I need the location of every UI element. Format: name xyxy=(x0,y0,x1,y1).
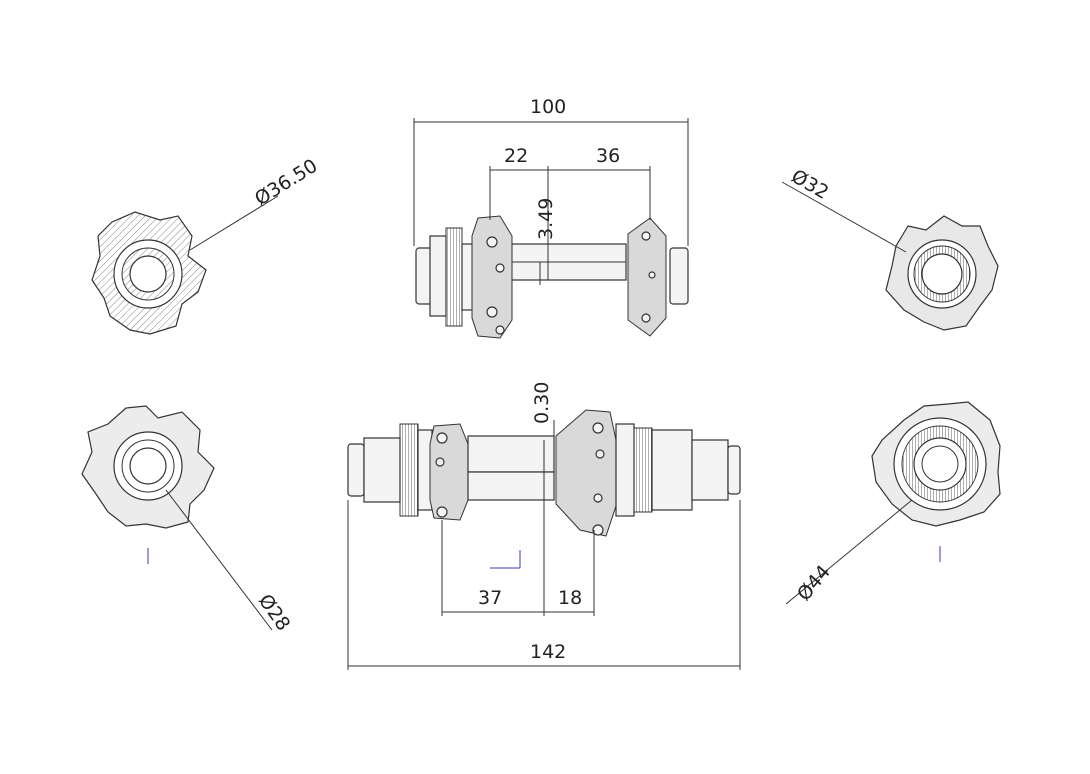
front-hub-side-view xyxy=(415,215,689,339)
dim-front-shell-offset: 3.49 xyxy=(535,198,557,240)
dim-rear-left-offset: 37 xyxy=(478,587,502,609)
dim-rear-shell-offset: 0.30 xyxy=(531,382,553,424)
rear-right-flange-view xyxy=(785,401,1001,605)
dim-rear-right-offset: 18 xyxy=(558,587,582,609)
front-dimension-lines xyxy=(413,118,689,285)
rear-hub-side-view xyxy=(347,409,741,537)
dim-front-left-offset: 22 xyxy=(504,145,528,167)
rear-left-flange-view xyxy=(81,405,273,631)
dim-rear-overall: 142 xyxy=(530,641,566,663)
dim-front-left-flange: Ø36.50 xyxy=(251,155,321,210)
dim-rear-right-flange: Ø44 xyxy=(793,561,835,605)
dim-rear-left-flange: Ø28 xyxy=(254,590,294,635)
dim-front-overall: 100 xyxy=(530,96,566,118)
rear-dimension-lines xyxy=(347,420,741,670)
dim-front-right-offset: 36 xyxy=(596,145,620,167)
front-right-flange-view xyxy=(781,181,999,331)
front-left-flange-view xyxy=(91,195,279,335)
